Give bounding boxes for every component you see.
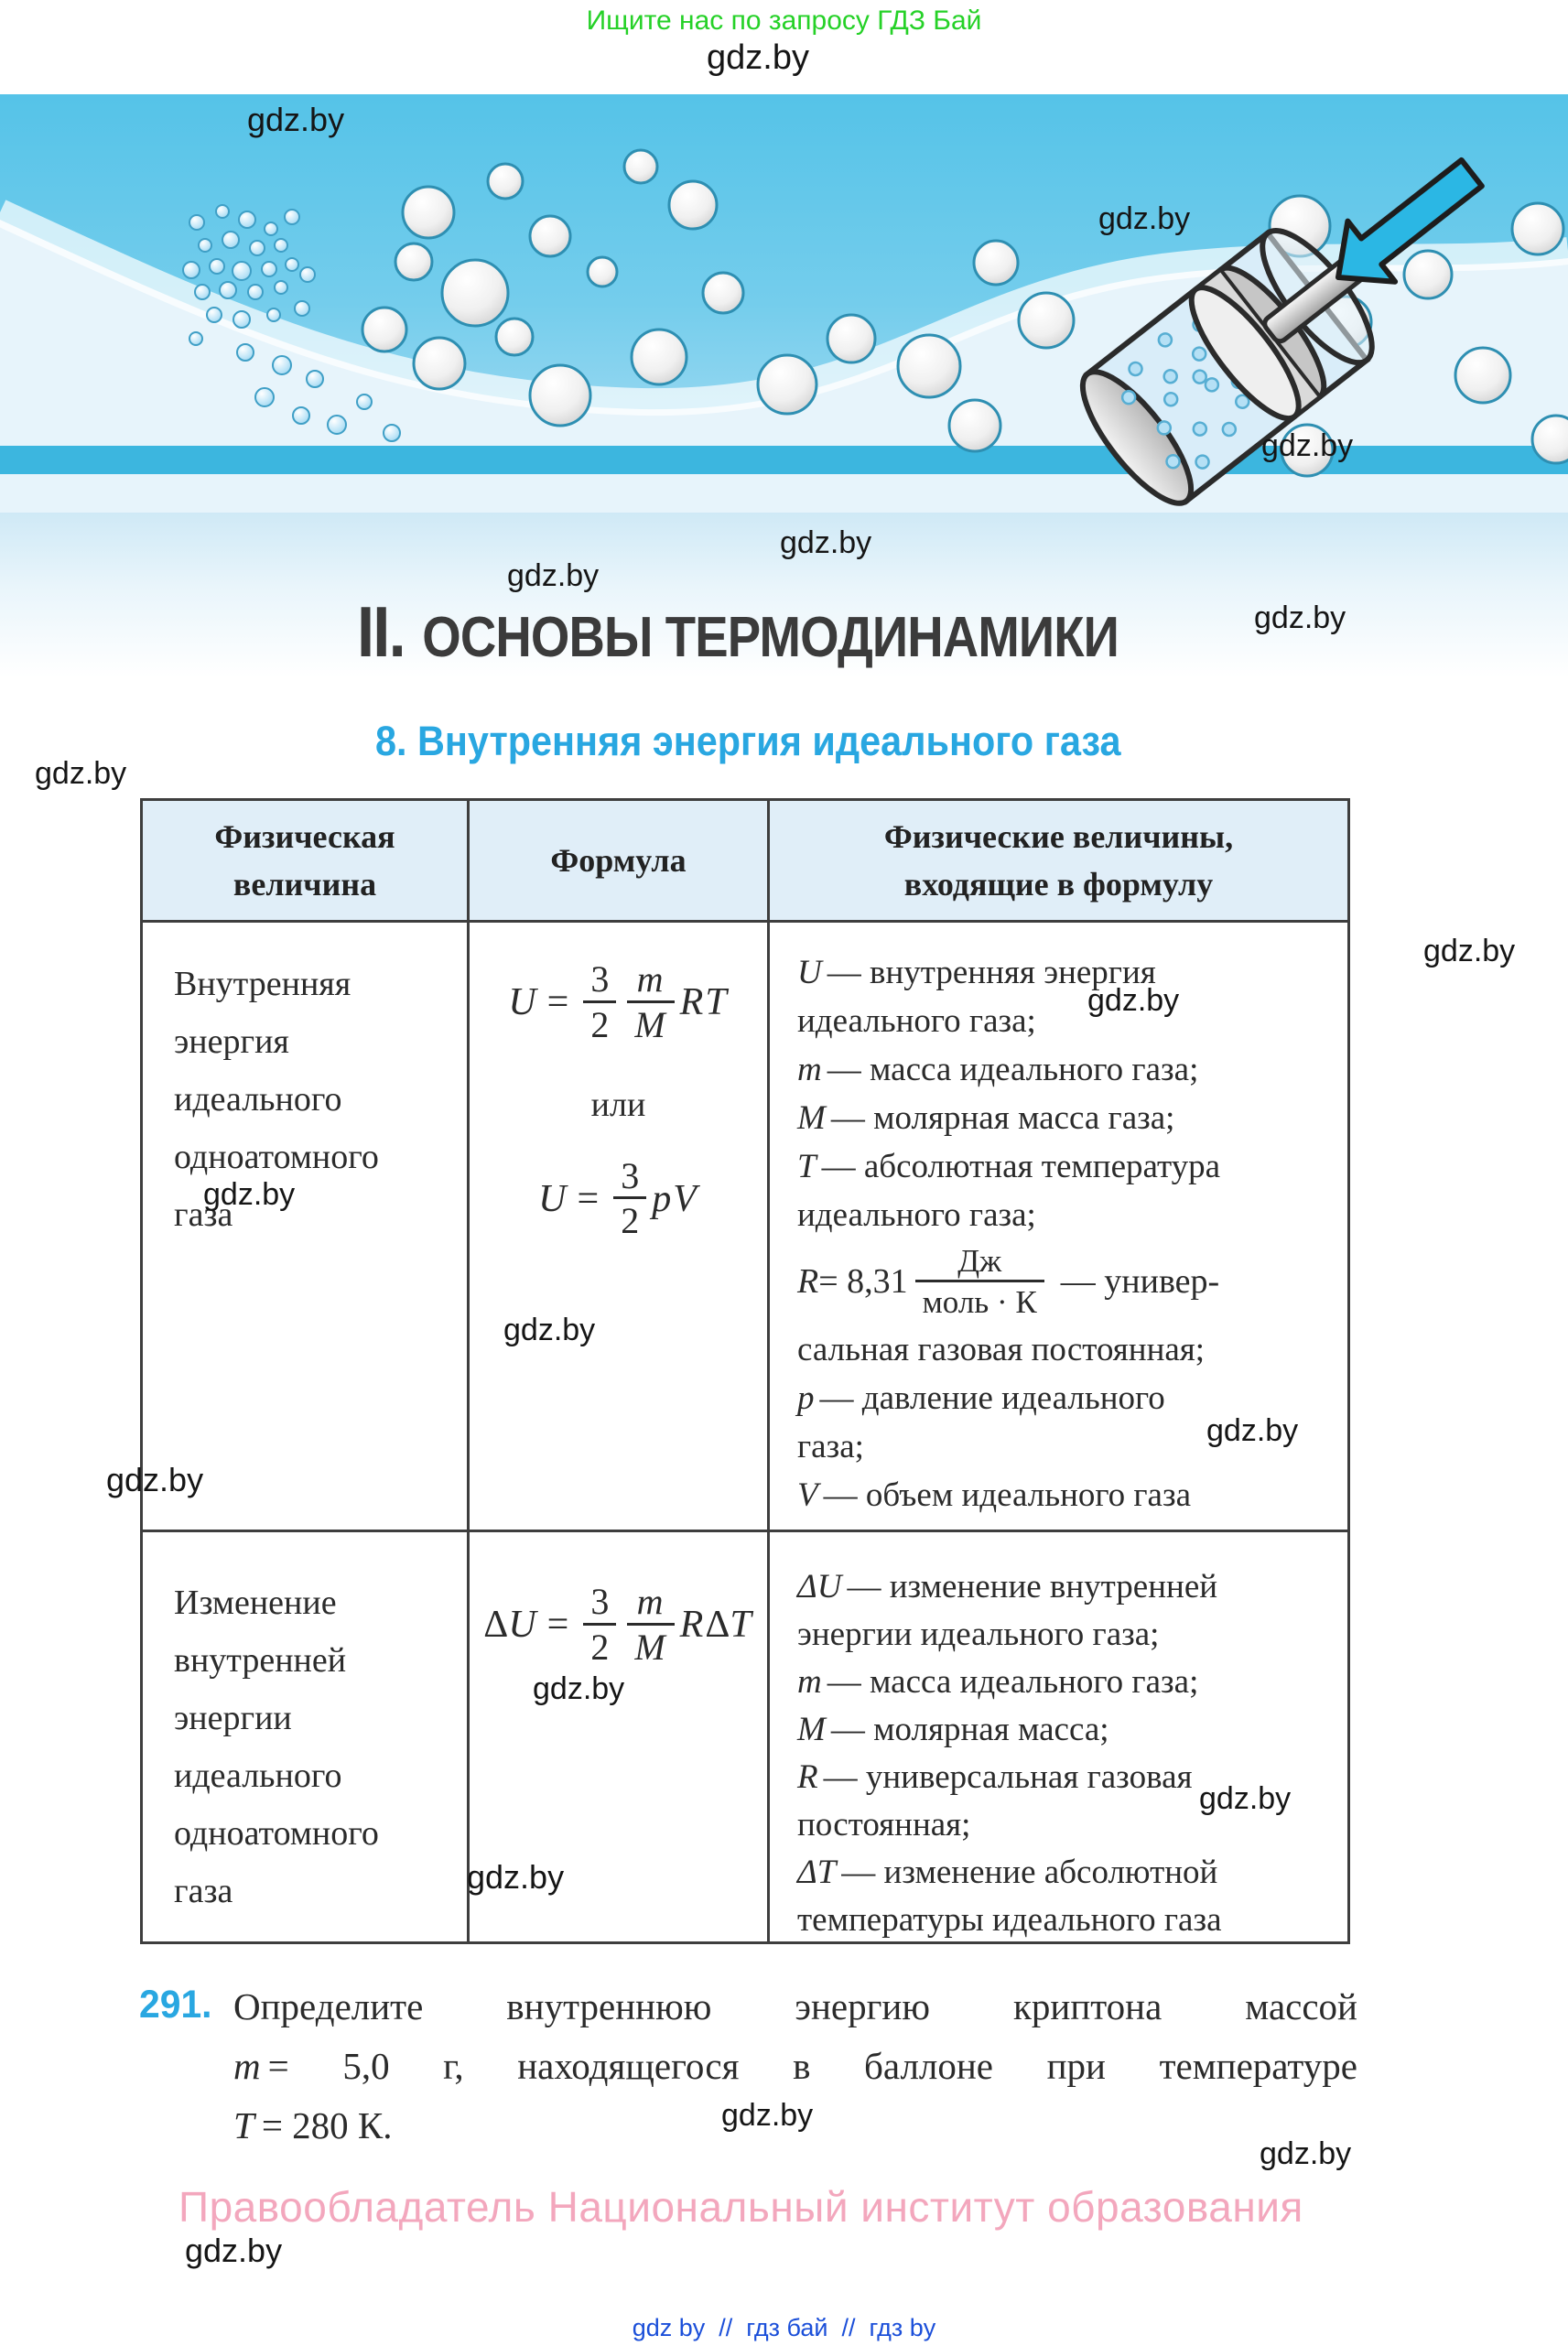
text-line: M— молярная масса газа; — [797, 1099, 1175, 1137]
gas-bubbles-large — [361, 148, 1568, 478]
text-line: идеального газа; — [797, 1196, 1036, 1234]
chapter-name: ОСНОВЫ ТЕРМОДИНАМИКИ — [422, 606, 1119, 669]
text-line: U— внутренняя энергия — [797, 954, 1156, 991]
text-line: температуры идеального газа — [797, 1901, 1222, 1939]
watermark: gdz.by — [185, 2232, 283, 2269]
text-line: газа; — [797, 1428, 864, 1466]
watermark: gdz.by — [1423, 934, 1516, 968]
table-header-quantity: Физическая величина — [143, 801, 470, 923]
text-line: Физическая — [214, 818, 395, 855]
chapter-number: II. — [357, 591, 406, 672]
cell-quantity-row2: Изменение внутренней энергии идеального одно… — [143, 1532, 470, 1944]
problem-291: 291. Определите внутреннюю энергию крипт… — [139, 1977, 1366, 2156]
cell-legend-row1: U— внутренняя энергия идеального газа; m— … — [770, 923, 1347, 1532]
text-line: внутренней — [174, 1641, 347, 1680]
gas-bubbles-small — [182, 204, 401, 442]
problem-line-3: T= 280 К. — [233, 2104, 393, 2146]
chapter-title: II. ОСНОВЫ ТЕРМОДИНАМИКИ — [357, 590, 1119, 674]
text-line: одноатомного — [174, 1814, 379, 1853]
problem-number: 291. — [139, 1983, 212, 2027]
text-line: ΔT— изменение абсолютной — [797, 1854, 1218, 1891]
legend-bottom: сальная газовая постоянная; p— давление и… — [797, 1325, 1347, 1519]
pressure-arrow-icon — [1336, 157, 1485, 285]
text-line: газа — [174, 1872, 233, 1910]
header-illustration-svg — [0, 94, 1568, 513]
text-line: R— универсальная газовая — [797, 1758, 1193, 1796]
text-line: Внутренняя — [174, 965, 351, 1003]
text-line: ΔU— изменение внутренней — [797, 1568, 1218, 1605]
gas-molecule-dots — [1120, 317, 1250, 470]
text-line: Изменение — [174, 1584, 337, 1622]
text-line: входящие в формулу — [903, 866, 1214, 903]
promo-text: Ищите нас по запросу ГДЗ Бай — [586, 5, 982, 36]
text-line: величина — [232, 866, 377, 903]
section-title: 8. Внутренняя энергия идеального газа — [375, 718, 1121, 764]
text-line: идеального — [174, 1757, 342, 1795]
header-illustration — [0, 94, 1568, 513]
text-line: m— масса идеального газа; — [797, 1051, 1199, 1088]
physics-table: Физическая величина Формула Физические ве… — [140, 798, 1350, 1944]
problem-line-2: m= 5,0 г, находящегося в баллоне при тем… — [233, 2045, 1357, 2087]
fade-band — [0, 513, 1568, 677]
problem-text: Определите внутреннюю энергию криптона м… — [233, 1977, 1357, 2156]
watermark: gdz.by — [35, 756, 127, 791]
table-header-legend: Физические величины, входящие в формулу — [770, 801, 1347, 923]
text-line: энергии — [174, 1699, 292, 1737]
cell-quantity-row1: Внутренняя энергия идеального одноатомного г… — [143, 923, 470, 1532]
text-line: энергия — [174, 1022, 289, 1061]
text-line: энергии идеального газа; — [797, 1616, 1160, 1653]
text-line: Физические величины, — [883, 818, 1234, 855]
text-line: идеального — [174, 1080, 342, 1119]
text-line: m— масса идеального газа; — [797, 1663, 1199, 1701]
text-line: сальная газовая постоянная; — [797, 1331, 1206, 1369]
text-line: T— абсолютная температура — [797, 1148, 1221, 1185]
footer-links[interactable]: gdz by // гдз бай // гдз by — [632, 2314, 936, 2341]
or-label: или — [590, 1085, 646, 1124]
legend-top: U— внутренняя энергия идеального газа; m— … — [797, 948, 1347, 1239]
text-line: одноатомного — [174, 1138, 379, 1176]
text-line: V— объем идеального газа — [797, 1476, 1192, 1515]
text-line: M— молярная масса; — [797, 1711, 1109, 1748]
watermark: gdz.by — [707, 38, 809, 77]
text-line: Формула — [550, 842, 687, 879]
text-line: постоянная; — [797, 1806, 971, 1843]
copyright-text: Правообладатель Национальный институт об… — [178, 2183, 1303, 2231]
cell-legend-row2: ΔU— изменение внутренней энергии идеально… — [770, 1532, 1347, 1944]
table-header-formula: Формула — [470, 801, 770, 923]
problem-line-1: Определите внутреннюю энергию криптона м… — [233, 1985, 1357, 2027]
text-line: p— давление идеального — [797, 1379, 1165, 1418]
text-line: газа — [174, 1195, 233, 1234]
text-line: идеального газа; — [797, 1002, 1036, 1040]
